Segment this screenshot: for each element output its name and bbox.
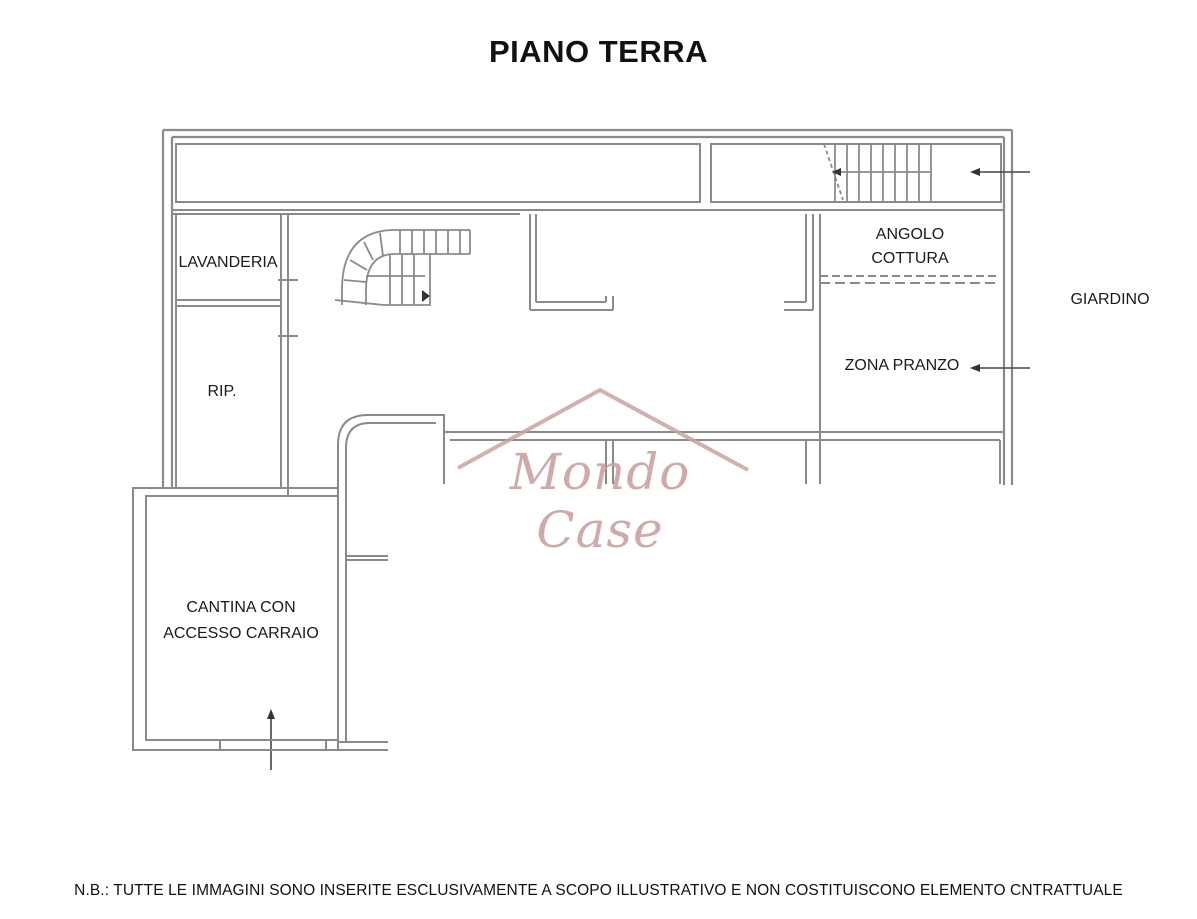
disclaimer-footnote: N.B.: TUTTE LE IMMAGINI SONO INSERITE ES… xyxy=(74,882,1123,899)
logo-text: Mondo Case xyxy=(509,443,691,559)
label-ripostiglio: RIP. xyxy=(207,383,237,400)
top-staircase xyxy=(823,143,932,202)
label-angolo: ANGOLO xyxy=(875,226,945,243)
outer-walls xyxy=(161,128,1014,488)
label-lavanderia: LAVANDERIA xyxy=(178,254,278,271)
watermark-logo: Mondo Case xyxy=(440,385,760,559)
label-cottura: COTTURA xyxy=(871,250,949,267)
top-strips xyxy=(175,143,1002,203)
label-zona-pranzo: ZONA PRANZO xyxy=(844,357,960,374)
logo-roof xyxy=(457,387,749,472)
label-cantina-2: ACCESSO CARRAIO xyxy=(163,625,319,642)
plan-title: PIANO TERRA xyxy=(488,34,709,69)
entrance-arrows xyxy=(267,168,1030,770)
label-giardino: GIARDINO xyxy=(1070,291,1150,308)
label-cantina-1: CANTINA CON xyxy=(186,599,296,616)
spiral-staircase xyxy=(334,229,471,306)
interior-walls xyxy=(132,209,1004,751)
